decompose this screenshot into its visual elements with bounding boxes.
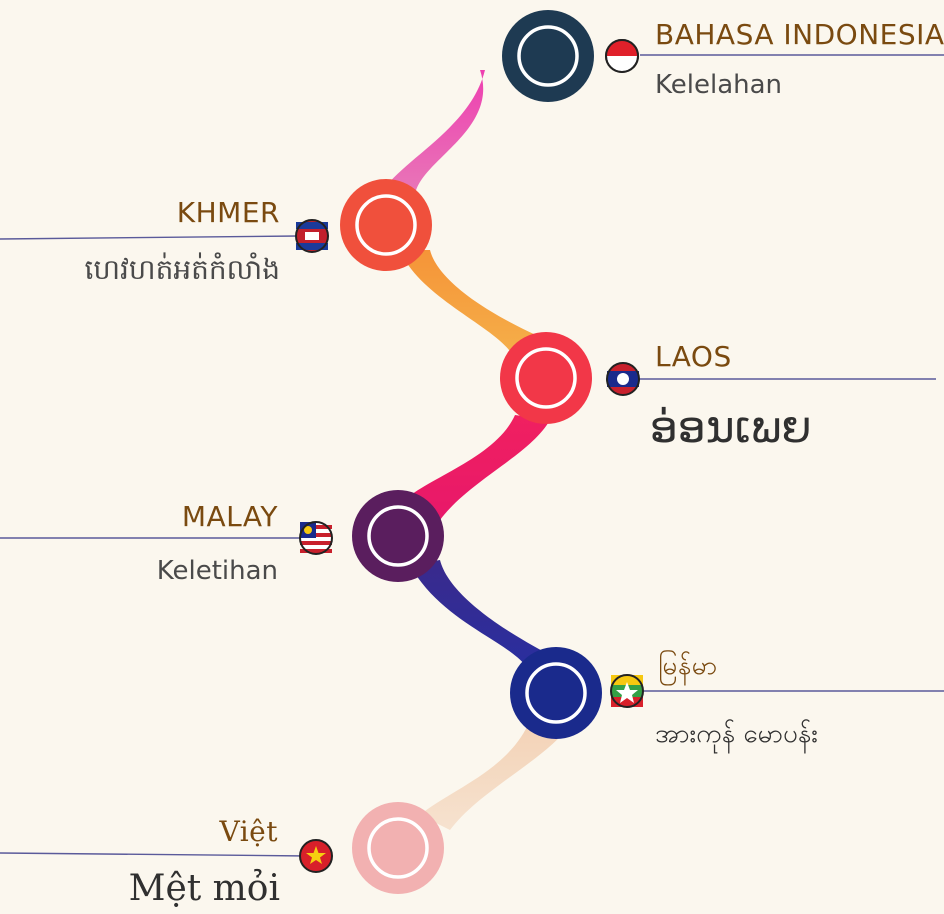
vietnam-flag-icon [299, 839, 333, 873]
label-myanmar: မြန်မာ [658, 651, 718, 681]
leader-line-vietnam [0, 852, 309, 857]
connector-3 [400, 415, 550, 520]
indonesia-flag-icon [605, 39, 639, 73]
word-malay: Keletihan [156, 556, 278, 586]
connector-2 [400, 250, 560, 360]
label-indonesia: BAHASA INDONESIA [655, 18, 944, 51]
node-myanmar [510, 647, 602, 739]
word-indonesia: Kelelahan [655, 70, 783, 100]
word-vietnam: Mệt mỏi [128, 868, 280, 909]
myanmar-flag-icon [610, 674, 644, 708]
node-vietnam [352, 802, 444, 894]
malaysia-flag-icon [299, 521, 333, 555]
connector-1 [380, 70, 485, 195]
label-laos: LAOS [655, 340, 732, 373]
node-indonesia [502, 10, 594, 102]
label-vietnam: Việt [219, 815, 278, 848]
cambodia-flag-icon [295, 219, 329, 253]
laos-flag-icon [606, 362, 640, 396]
node-laos [500, 332, 592, 424]
word-laos: ອ່ອນເພຍ [650, 402, 812, 453]
connector-5 [420, 720, 570, 830]
label-malay: MALAY [181, 500, 278, 533]
connector-4 [410, 560, 560, 665]
node-khmer [340, 179, 432, 271]
leader-line-khmer [0, 235, 299, 240]
word-khmer: ហេវហត់អត់កំលាំង [84, 253, 280, 286]
node-malay [352, 490, 444, 582]
word-myanmar: အားကုန် မောပန်း [655, 719, 818, 749]
label-khmer: KHMER [176, 196, 280, 229]
